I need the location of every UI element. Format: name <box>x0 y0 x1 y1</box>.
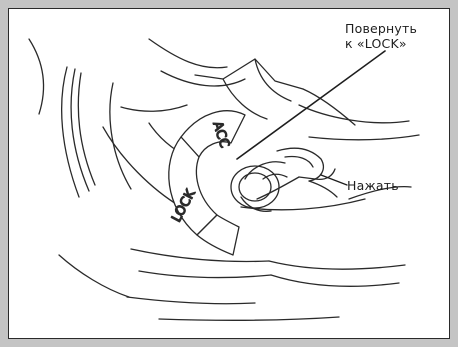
callout-turn-to-lock: Повернуть к «LOCK» <box>345 21 417 51</box>
callout-push: Нажать <box>347 178 399 193</box>
callout-turn-line2: к «LOCK» <box>345 36 417 51</box>
steering-column-drawing: ACC LOCK <box>9 9 450 339</box>
illustration-panel: ACC LOCK <box>8 8 450 339</box>
callout-turn-line1: Повернуть <box>345 21 417 36</box>
leader-line-turn <box>237 51 385 159</box>
lower-contours <box>59 249 405 320</box>
leader-line-push <box>321 175 347 185</box>
key-assembly <box>231 148 337 211</box>
